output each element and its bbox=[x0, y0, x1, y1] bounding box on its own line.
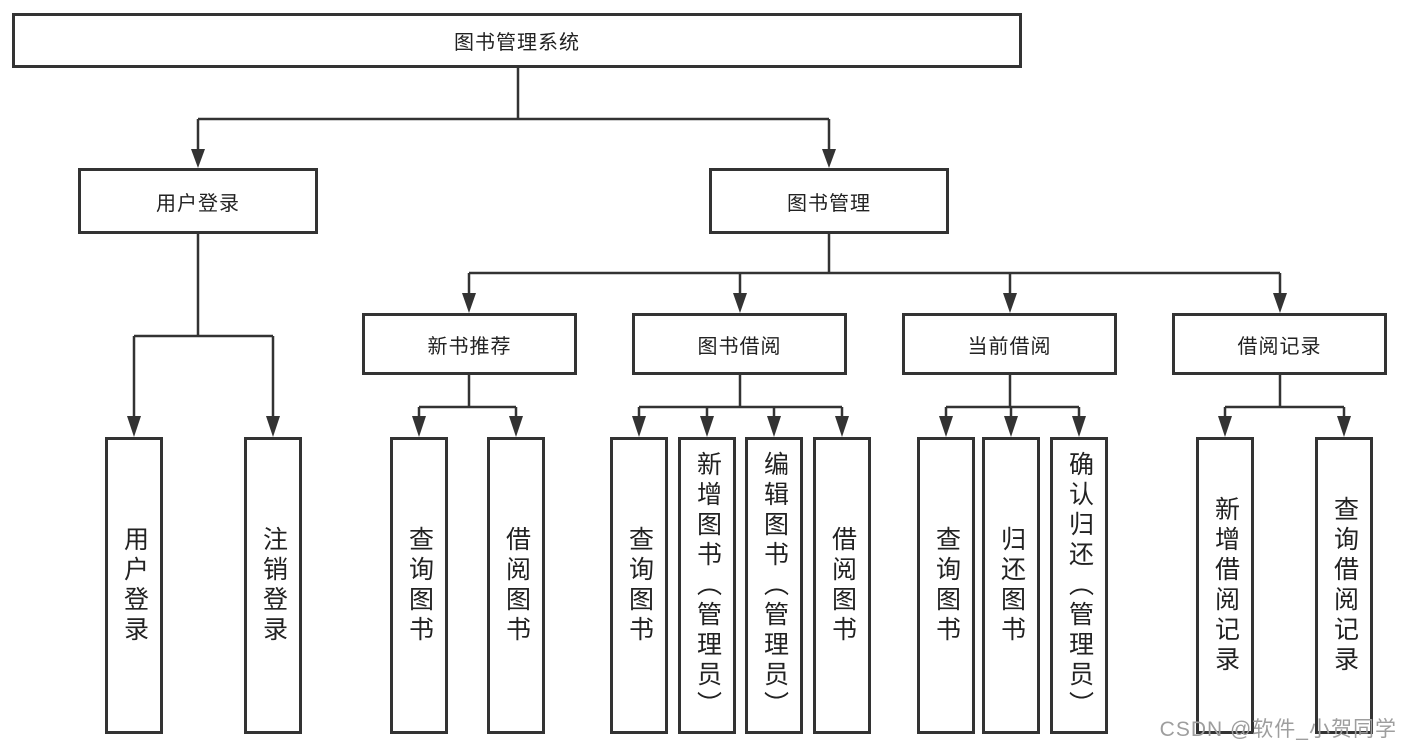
leaf-confirm-return-admin: 确认归还（管理员） bbox=[1050, 437, 1108, 734]
leaf-borrow-books-label: 借阅图书 bbox=[828, 525, 857, 646]
leaf-borrow-books-recommend-label: 借阅图书 bbox=[502, 525, 531, 646]
node-new-book-recommend: 新书推荐 bbox=[362, 313, 577, 375]
leaf-query-books-recommend-label: 查询图书 bbox=[405, 525, 434, 646]
node-current-borrowing-label: 当前借阅 bbox=[967, 335, 1052, 358]
node-borrowing-records-label: 借阅记录 bbox=[1237, 335, 1322, 358]
leaf-add-books-admin: 新增图书（管理员） bbox=[678, 437, 736, 734]
csdn-watermark: CSDN @软件_小贺同学 bbox=[1159, 718, 1397, 741]
node-book-borrowing-label: 图书借阅 bbox=[697, 335, 782, 358]
leaf-borrow-books: 借阅图书 bbox=[813, 437, 871, 734]
leaf-edit-books-admin: 编辑图书（管理员） bbox=[745, 437, 803, 734]
leaf-logout: 注销登录 bbox=[244, 437, 302, 734]
leaf-borrow-books-recommend: 借阅图书 bbox=[487, 437, 545, 734]
leaf-user-login-label: 用户登录 bbox=[120, 525, 149, 646]
leaf-confirm-return-admin-label: 确认归还（管理员） bbox=[1065, 450, 1094, 721]
leaf-add-borrow-record-label: 新增借阅记录 bbox=[1211, 495, 1240, 676]
leaf-logout-label: 注销登录 bbox=[259, 525, 288, 646]
leaf-query-books-current-label: 查询图书 bbox=[932, 525, 961, 646]
leaf-return-books: 归还图书 bbox=[982, 437, 1040, 734]
leaf-add-books-admin-label: 新增图书（管理员） bbox=[693, 450, 722, 721]
leaf-query-borrow-record-label: 查询借阅记录 bbox=[1330, 495, 1359, 676]
leaf-query-books-borrow-label: 查询图书 bbox=[625, 525, 654, 646]
leaf-edit-books-admin-label: 编辑图书（管理员） bbox=[760, 450, 789, 721]
leaf-return-books-label: 归还图书 bbox=[997, 525, 1026, 646]
node-new-book-recommend-label: 新书推荐 bbox=[427, 335, 512, 358]
node-library-system: 图书管理系统 bbox=[12, 13, 1022, 68]
node-user-login-label: 用户登录 bbox=[156, 192, 240, 215]
leaf-query-books-borrow: 查询图书 bbox=[610, 437, 668, 734]
node-book-management-label: 图书管理 bbox=[787, 192, 871, 215]
node-book-management: 图书管理 bbox=[709, 168, 949, 234]
node-borrowing-records: 借阅记录 bbox=[1172, 313, 1387, 375]
node-current-borrowing: 当前借阅 bbox=[902, 313, 1117, 375]
node-book-borrowing: 图书借阅 bbox=[632, 313, 847, 375]
leaf-user-login: 用户登录 bbox=[105, 437, 163, 734]
node-user-login: 用户登录 bbox=[78, 168, 318, 234]
leaf-query-borrow-record: 查询借阅记录 bbox=[1315, 437, 1373, 734]
leaf-query-books-recommend: 查询图书 bbox=[390, 437, 448, 734]
leaf-add-borrow-record: 新增借阅记录 bbox=[1196, 437, 1254, 734]
node-library-system-label: 图书管理系统 bbox=[454, 32, 580, 54]
leaf-query-books-current: 查询图书 bbox=[917, 437, 975, 734]
